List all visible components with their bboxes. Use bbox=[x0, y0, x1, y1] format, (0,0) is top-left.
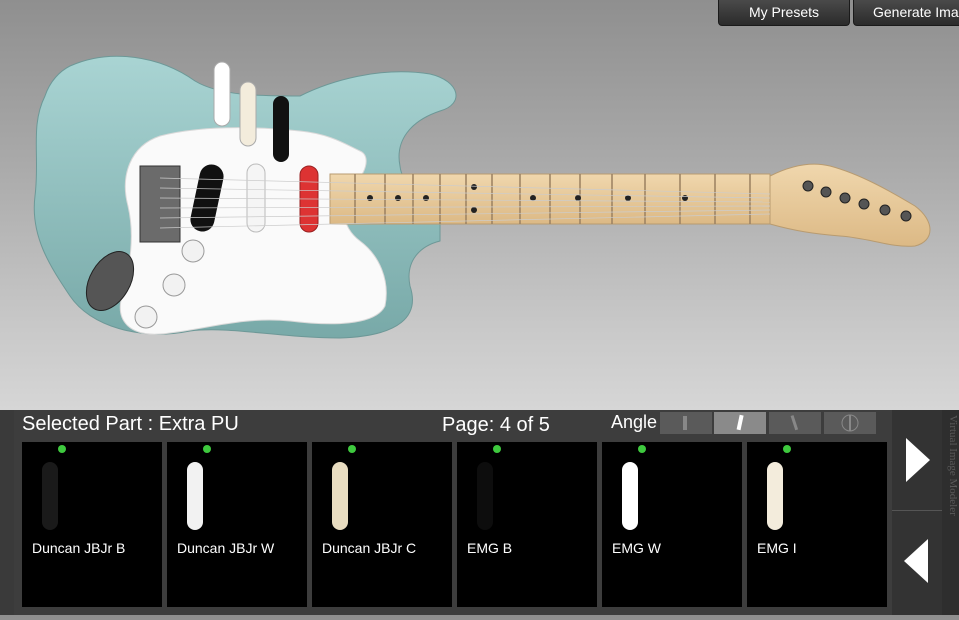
active-indicator bbox=[638, 445, 646, 453]
part-name: EMG B bbox=[467, 540, 513, 556]
active-indicator bbox=[783, 445, 791, 453]
my-presets-button[interactable]: My Presets bbox=[718, 0, 850, 26]
pickup-thumbnail bbox=[42, 462, 58, 530]
part-tile-emg-i[interactable]: EMG I bbox=[747, 442, 887, 607]
part-tile-duncan-jbjr-w[interactable]: Duncan JBJr W bbox=[167, 442, 307, 607]
pickup-thumbnail bbox=[332, 462, 348, 530]
part-tile-duncan-jbjr-b[interactable]: Duncan JBJr B bbox=[22, 442, 162, 607]
part-tile-duncan-jbjr-c[interactable]: Duncan JBJr C bbox=[312, 442, 452, 607]
previous-page-button[interactable] bbox=[892, 511, 942, 615]
angle-option-1[interactable] bbox=[660, 412, 712, 434]
pickup-thumbnail bbox=[767, 462, 783, 530]
angle-label: Angle : bbox=[611, 412, 668, 432]
pickup-thumbnail bbox=[477, 462, 493, 530]
part-name: EMG I bbox=[757, 540, 797, 556]
bridge bbox=[139, 165, 181, 243]
chevron-left-icon bbox=[904, 539, 928, 583]
parts-panel: Selected Part : Extra PU Page: 4 of 5 An… bbox=[0, 410, 959, 615]
angle-option-2[interactable] bbox=[714, 412, 766, 434]
active-indicator bbox=[348, 445, 356, 453]
parts-panel-inner: Selected Part : Extra PU Page: 4 of 5 An… bbox=[14, 410, 892, 615]
pickup-thumbnail bbox=[187, 462, 203, 530]
active-indicator bbox=[493, 445, 501, 453]
part-name: Duncan JBJr C bbox=[322, 540, 417, 556]
pickup-thumbnail bbox=[622, 462, 638, 530]
active-indicator bbox=[203, 445, 211, 453]
guitar-canvas[interactable] bbox=[0, 26, 959, 410]
selected-part-label: Selected Part : Extra PU bbox=[22, 413, 239, 435]
headstock bbox=[769, 163, 931, 247]
active-indicator bbox=[58, 445, 66, 453]
part-tile-emg-b[interactable]: EMG B bbox=[457, 442, 597, 607]
part-name: Duncan JBJr W bbox=[177, 540, 275, 556]
app-watermark: Virtual Image Modeler bbox=[947, 415, 959, 516]
part-name: Duncan JBJr B bbox=[32, 540, 126, 556]
angle-option-3[interactable] bbox=[769, 412, 821, 434]
page-indicator: Page: 4 of 5 bbox=[442, 414, 550, 436]
generate-image-button[interactable]: Generate Imag bbox=[853, 0, 959, 26]
next-page-button[interactable] bbox=[892, 410, 942, 511]
chevron-right-icon bbox=[906, 438, 930, 482]
part-tile-emg-w[interactable]: EMG W bbox=[602, 442, 742, 607]
side-strip bbox=[942, 410, 959, 615]
guitar-preview bbox=[33, 55, 931, 339]
part-name: EMG W bbox=[612, 540, 661, 556]
angle-option-4[interactable] bbox=[824, 412, 876, 434]
